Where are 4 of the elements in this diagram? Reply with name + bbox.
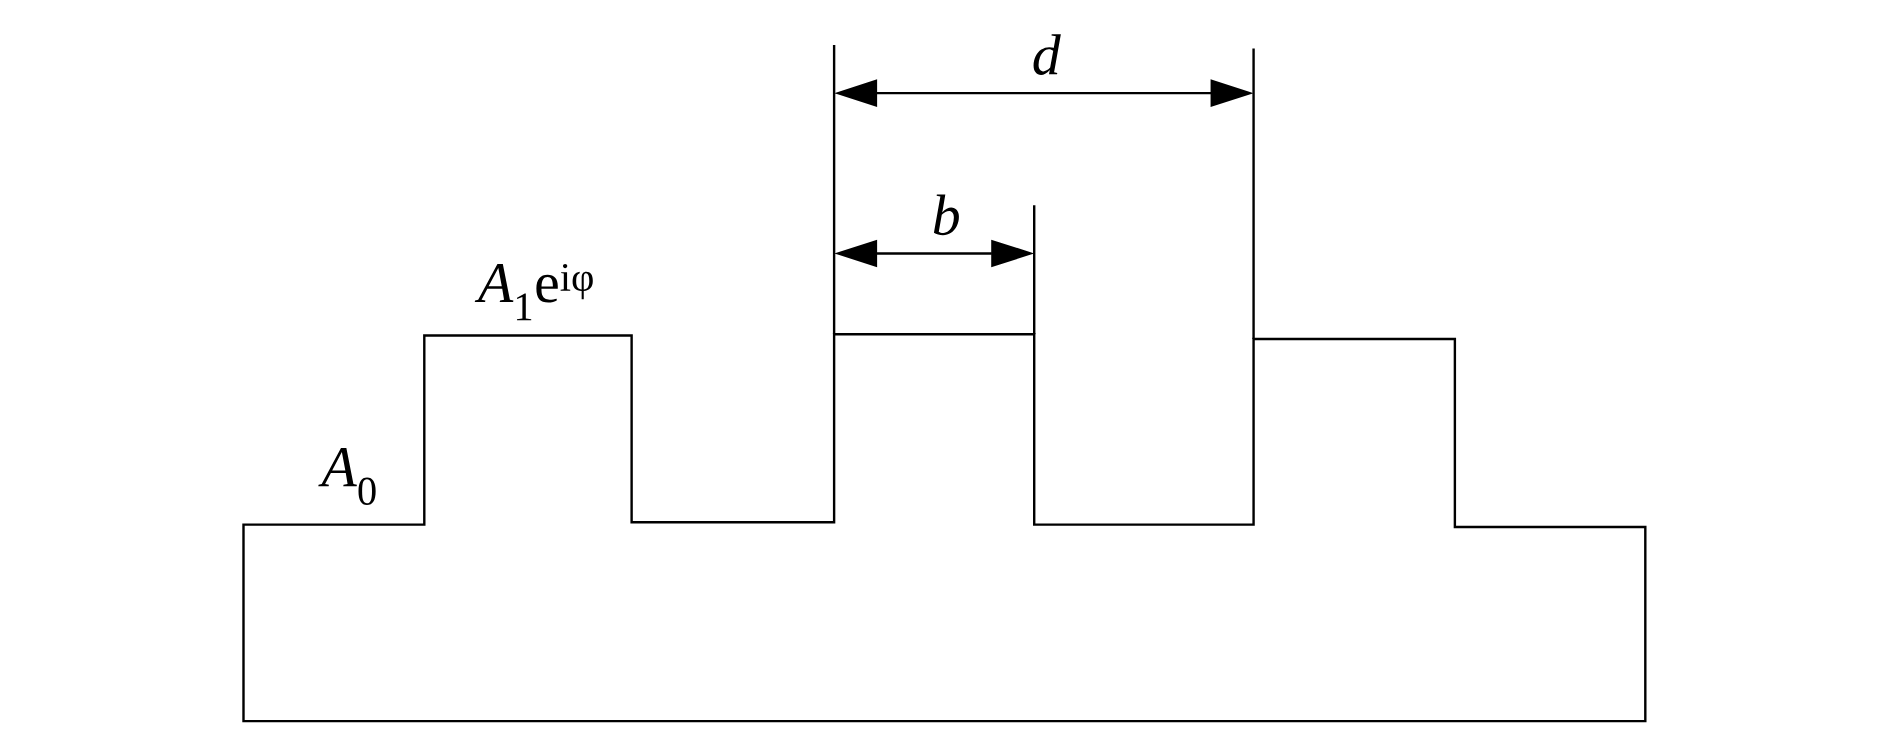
dimension-label: d [1033,34,1061,75]
dimension-label: A$_{1}$e$^{iφ}$ [474,263,593,321]
dimension-label: b [933,194,959,236]
dimension-label: A$_{0}$ [318,448,376,505]
